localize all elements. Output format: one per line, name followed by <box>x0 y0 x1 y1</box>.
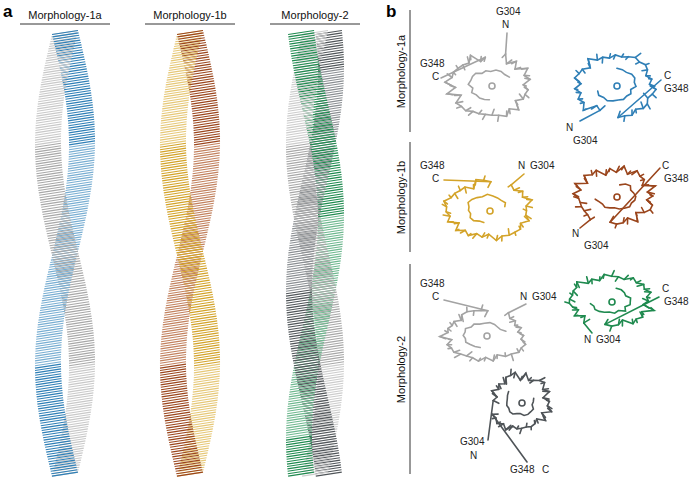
panel-header: Morphology-1b <box>153 9 226 22</box>
terminus-label: G304 <box>460 436 484 448</box>
terminus-label: C <box>664 70 671 82</box>
backbone-trace <box>488 369 552 462</box>
backbone-trace <box>442 174 532 241</box>
terminus-label: G304 <box>496 6 520 18</box>
backbone-trace <box>440 300 526 361</box>
terminus-label: N <box>518 160 525 172</box>
terminus-label: G304 <box>532 291 556 303</box>
panel-letter: b <box>386 2 396 21</box>
backbone-trace <box>573 166 660 228</box>
terminus-label: G348 <box>664 173 688 185</box>
terminus-label: N <box>520 291 527 303</box>
terminus-label: N <box>572 228 579 240</box>
backbone-trace <box>575 53 661 121</box>
terminus-label: G348 <box>420 278 444 290</box>
terminus-label: G304 <box>584 240 608 252</box>
terminus-label: C <box>542 464 549 476</box>
panel-letter: a <box>3 2 12 21</box>
terminus-label: N <box>502 19 509 31</box>
backbone-trace <box>565 271 659 333</box>
terminus-label: G348 <box>420 58 444 70</box>
terminus-label: C <box>432 291 439 303</box>
row-label: Morphology-1a <box>396 32 409 109</box>
terminus-label: G304 <box>596 334 620 346</box>
terminus-label: N <box>584 334 591 346</box>
panel-header: Morphology-1a <box>28 9 101 22</box>
terminus-label: G348 <box>664 83 688 95</box>
terminus-label: C <box>662 160 669 172</box>
fibril <box>160 31 220 477</box>
terminus-label: C <box>662 283 669 295</box>
terminus-label: N <box>566 122 573 134</box>
row-label: Morphology-1b <box>396 158 409 235</box>
terminus-label: N <box>470 450 477 462</box>
terminus-label: C <box>432 173 439 185</box>
backbone-trace <box>441 33 530 121</box>
terminus-label: G348 <box>420 160 444 172</box>
terminus-label: G304 <box>530 160 554 172</box>
terminus-label: G348 <box>510 464 534 476</box>
terminus-label: G348 <box>664 296 688 308</box>
fibril <box>35 31 95 477</box>
row-label: Morphology-2 <box>395 333 408 404</box>
terminus-label: G304 <box>573 135 597 147</box>
fibril <box>286 31 344 477</box>
terminus-label: C <box>432 71 439 83</box>
panel-header: Morphology-2 <box>281 9 348 22</box>
